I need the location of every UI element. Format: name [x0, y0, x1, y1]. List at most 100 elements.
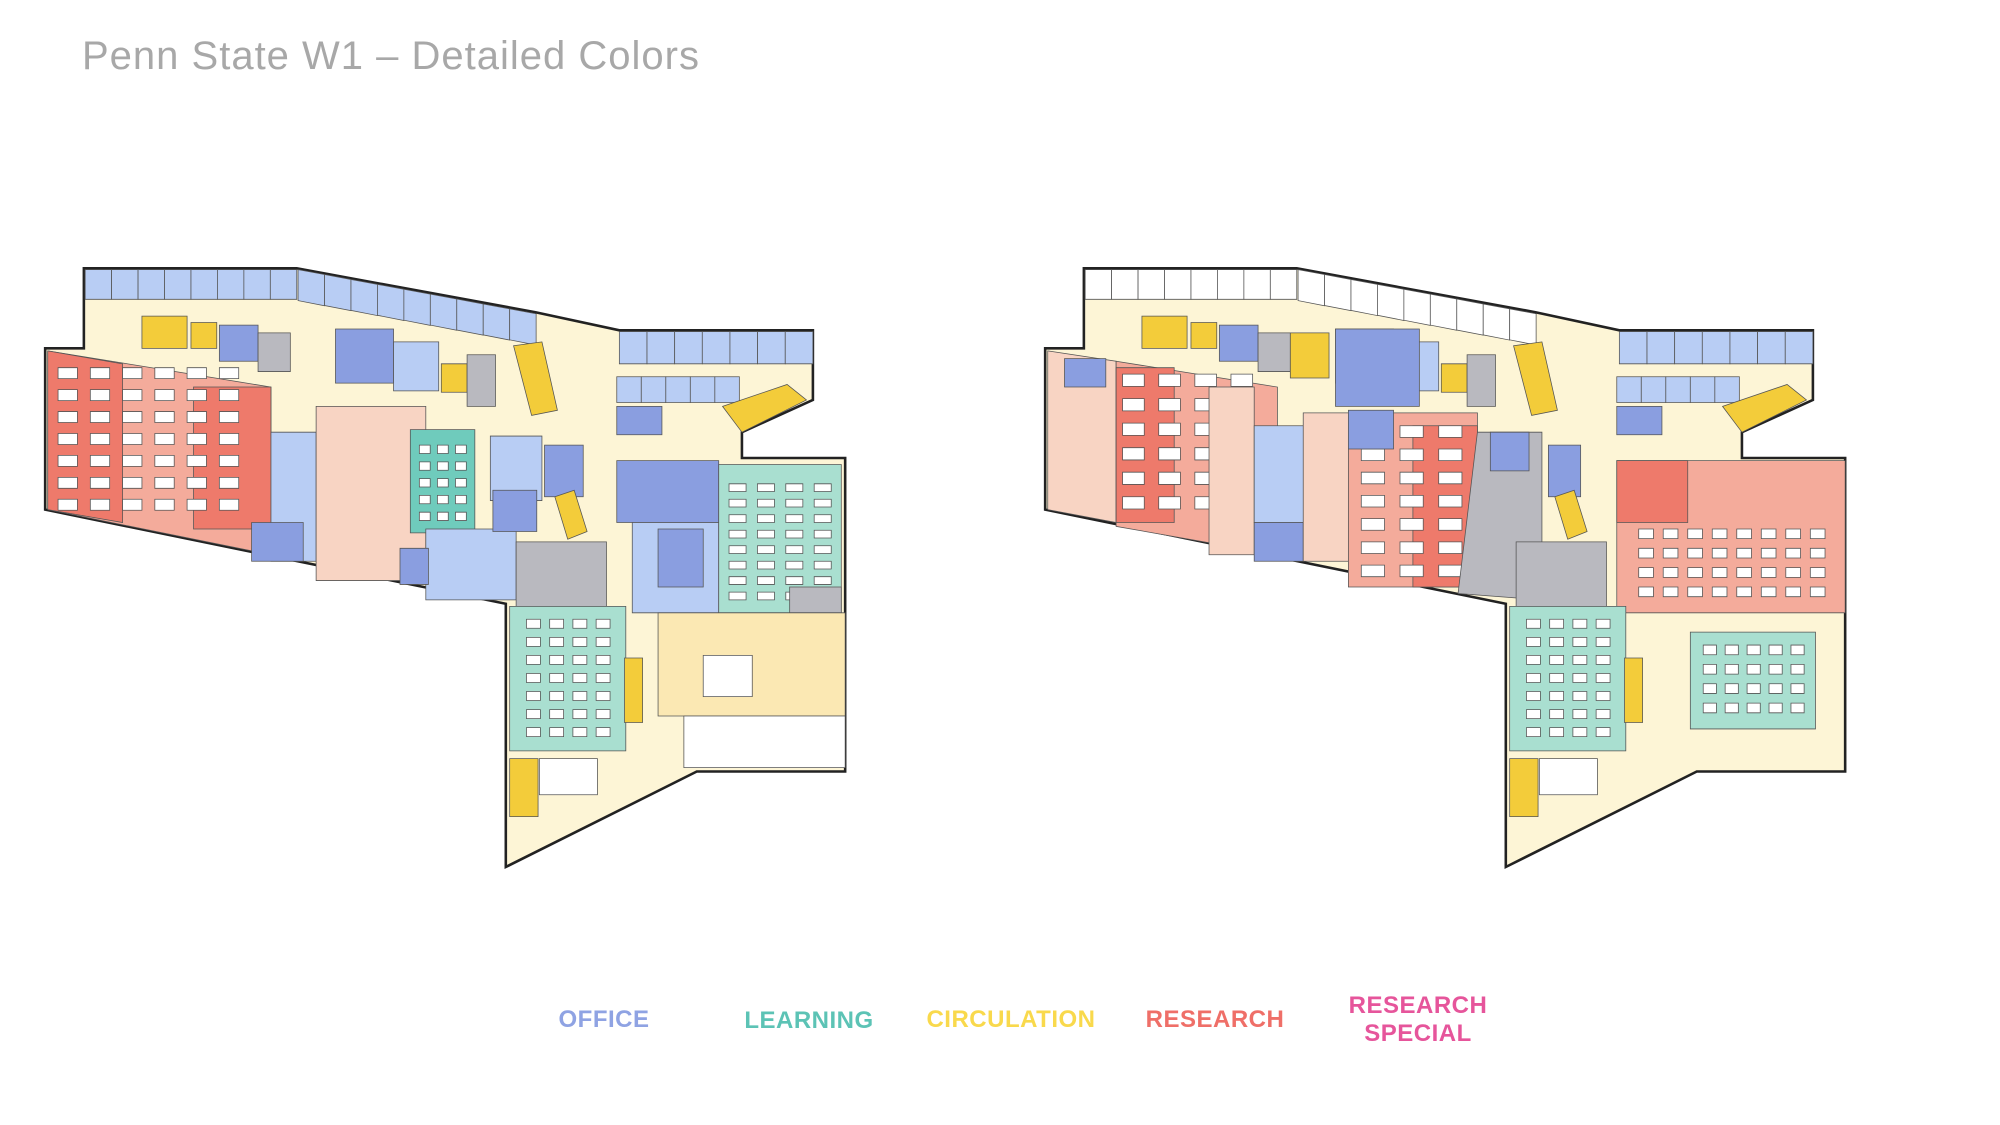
desk [526, 691, 541, 701]
desk [1595, 709, 1611, 719]
office-room [489, 435, 543, 501]
lab-bench [1638, 547, 1654, 559]
desk [1595, 673, 1611, 683]
desk [1790, 683, 1805, 694]
office-room [701, 331, 731, 365]
legend-circulation: CIRCULATION [926, 1006, 1096, 1033]
desk [1768, 683, 1783, 694]
desk [1572, 709, 1588, 719]
desk [813, 514, 832, 523]
desk [1549, 709, 1565, 719]
desk [526, 727, 541, 738]
lab-bench [1785, 547, 1801, 559]
lab-bench [1809, 547, 1826, 559]
office-room [324, 274, 352, 312]
office-room [1297, 269, 1325, 307]
office-room [1335, 328, 1420, 407]
lab-bench [1122, 471, 1145, 485]
research-zone [1208, 386, 1255, 556]
desk [437, 461, 449, 471]
desk [455, 444, 467, 454]
desk [785, 576, 804, 585]
lab-bench [1360, 541, 1385, 554]
lab-bench [1638, 528, 1654, 540]
desk [549, 727, 564, 738]
office-room [665, 376, 691, 403]
office-room [674, 331, 703, 365]
desk [1572, 655, 1588, 665]
desk [418, 461, 431, 471]
desk [526, 709, 541, 719]
stair [1624, 657, 1643, 723]
lab-bench [218, 367, 240, 380]
lab-bench [1438, 448, 1463, 461]
lab-bench [186, 455, 207, 467]
lab-bench [89, 498, 111, 511]
lab-bench [186, 367, 207, 380]
lab-bench [218, 433, 240, 445]
desk [728, 591, 747, 601]
core [466, 354, 496, 407]
stair [554, 489, 588, 540]
core [789, 586, 842, 614]
office-room [1509, 308, 1537, 346]
lab-bench [1760, 567, 1777, 578]
desk [437, 478, 449, 488]
lab-bench [186, 476, 207, 489]
desk [1595, 636, 1611, 647]
office-room [689, 376, 716, 403]
lab-bench [1638, 567, 1654, 578]
office-room [1640, 376, 1667, 403]
lab-bench [1158, 471, 1181, 485]
desk [595, 673, 611, 683]
core [1257, 332, 1291, 372]
desk [1526, 636, 1541, 647]
legend-research-special: RESEARCH SPECIAL [1348, 992, 1488, 1047]
stair [1190, 322, 1218, 349]
desk [1549, 618, 1565, 629]
office-room [377, 283, 405, 321]
office-room [1646, 331, 1676, 365]
office-room [243, 269, 271, 300]
office-room [1377, 283, 1405, 321]
desk [572, 709, 588, 719]
desk [1526, 655, 1541, 665]
lab-bench [122, 367, 143, 380]
lab-bench [1399, 541, 1424, 554]
desk [572, 691, 588, 701]
desk [1790, 702, 1805, 714]
research-zone [1302, 412, 1349, 562]
desk [728, 560, 747, 570]
lab-bench [1399, 518, 1424, 531]
office-room [482, 303, 511, 341]
desk [813, 483, 832, 492]
desk [813, 576, 832, 585]
desk [1790, 664, 1805, 675]
lab-bench [1785, 567, 1801, 578]
lab-bench [89, 411, 111, 423]
lab-bench [122, 498, 143, 511]
office-room [1616, 376, 1642, 403]
lab-bench [1122, 447, 1145, 461]
desk [757, 591, 775, 601]
terrace [683, 715, 846, 769]
lab-bench [1158, 422, 1181, 436]
office-room [297, 269, 325, 307]
desk [785, 483, 804, 492]
stair [1440, 363, 1468, 393]
lab-bench [1711, 586, 1728, 598]
lab-bench [1662, 547, 1679, 559]
research-room [1616, 460, 1689, 523]
lab-bench [218, 411, 240, 423]
desk [1746, 644, 1761, 656]
lab-bench [57, 367, 78, 380]
desk [1702, 644, 1717, 656]
desk [1526, 673, 1541, 683]
lab-bench [1687, 528, 1703, 540]
lab-bench [186, 389, 207, 401]
lab-bench [57, 498, 78, 511]
office-room [393, 341, 440, 392]
desk [1702, 683, 1717, 694]
desk [526, 636, 541, 647]
